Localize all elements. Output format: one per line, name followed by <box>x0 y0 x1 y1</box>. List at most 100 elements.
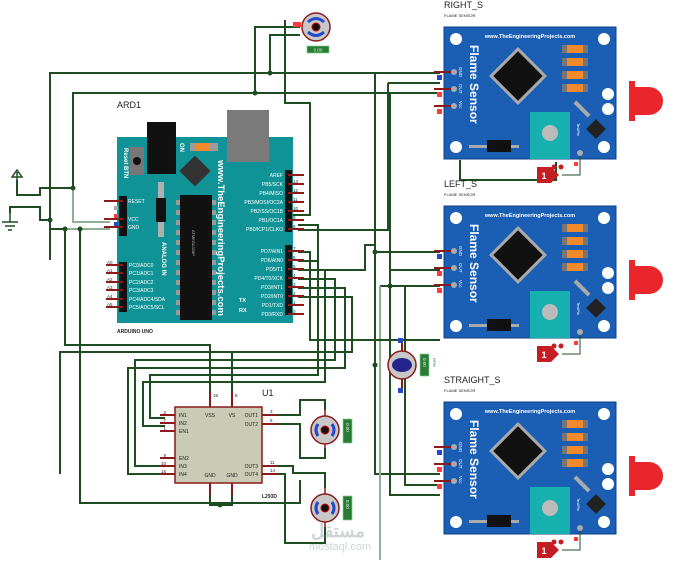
driver-pin-name: IN4 <box>179 472 187 478</box>
logic-probe-icon <box>537 167 559 183</box>
diode <box>487 319 511 331</box>
driver-pin-name: IN3 <box>179 464 187 470</box>
digital-pins: AREFPB5/SCK13PB4/MISO12PB3/MOSI/OC2A11PB… <box>244 173 304 318</box>
pin-a5-name: PC5/ADC5/SCL <box>129 305 165 311</box>
driver-pin-num: 2 <box>163 410 166 415</box>
sensor-title: Flame Sensor <box>467 224 481 303</box>
testpin-wire <box>562 156 581 176</box>
pin-digital_pins_bottom-num: 5 <box>293 264 296 269</box>
wire-straight-out <box>404 285 440 486</box>
pin-state <box>437 109 442 114</box>
led-pad <box>602 88 614 100</box>
mount-hole <box>450 141 462 153</box>
potentiometer-knob[interactable] <box>542 304 558 320</box>
driver-body <box>174 406 263 484</box>
driver-pin-name: OUT1 <box>245 413 259 419</box>
resistor-band <box>567 446 583 454</box>
wire-vcc-ard <box>72 188 110 223</box>
pin-vcc: VCC <box>128 217 139 223</box>
ir-led-icon <box>629 260 663 300</box>
driver-pin-num: 9 <box>163 453 166 458</box>
driver-pin-name: OUT2 <box>245 422 259 428</box>
wire-power <box>16 180 73 196</box>
testpin[interactable] <box>577 329 583 335</box>
sensor-pin-label: OUT <box>458 263 463 273</box>
sensor-type: FLAME SENSOR <box>444 192 475 197</box>
potentiometer-knob[interactable] <box>542 125 558 141</box>
dc-motor-1[interactable]: 0.00 <box>310 410 353 448</box>
pin-digital_pins_top-name: PB0/ICP1/CLKO <box>246 227 283 233</box>
dc-motor-mid[interactable]: 0.00 RPM <box>387 338 437 393</box>
pin-digital_pins_top-name: AREF <box>270 173 283 179</box>
driver-pin-name: GND <box>204 473 216 479</box>
on-label: ON <box>178 143 184 152</box>
l293d-driver[interactable]: U1 2IN17IN21EN19EN210IN315IN416VSS8VS3OU… <box>160 388 278 500</box>
ir-led-icon <box>629 81 663 121</box>
servo-arrow-icon <box>307 30 325 37</box>
junction <box>387 283 393 289</box>
sensor-pin-pad <box>451 86 457 92</box>
digital-header-bottom <box>285 245 292 315</box>
dc-motor-2[interactable]: 0.00 <box>310 488 353 527</box>
junction <box>252 90 258 96</box>
pin-digital_pins_bottom-num: 1 <box>293 300 296 305</box>
sensor-website: www.TheEngineeringProjects.com <box>484 213 575 219</box>
sensor-lead <box>573 100 591 118</box>
driver-pin-name: GND <box>226 473 238 479</box>
resistor-band <box>567 71 583 79</box>
testpin[interactable] <box>577 525 583 531</box>
pin-state <box>574 341 578 345</box>
driver-pins: 2IN17IN21EN19EN210IN315IN416VSS8VS3OUT16… <box>160 392 278 495</box>
sensor-ic <box>586 298 606 318</box>
potentiometer-knob[interactable] <box>542 500 558 516</box>
usb-connector <box>227 110 269 162</box>
watermark-latin: mostaql.com <box>309 541 371 553</box>
wire-d3 <box>134 278 336 467</box>
driver-pin-num: 1 <box>163 426 166 431</box>
pin-a3-name: PC3/ADC3 <box>129 288 154 294</box>
mount-hole <box>450 408 462 420</box>
pin-a1-name: PC1/ADC1 <box>129 271 154 277</box>
sensor-lead <box>573 279 591 297</box>
wires <box>9 20 557 560</box>
mount-hole <box>598 408 610 420</box>
junction <box>372 249 378 255</box>
crystal-body <box>156 198 166 222</box>
sensor-ref: STRAIGHT_S <box>444 375 501 385</box>
driver-pin-name: EN1 <box>179 429 189 435</box>
pin-digital_pins_bottom-num: 2 <box>293 291 296 296</box>
pin-gnd: GND <box>128 225 140 231</box>
pin-digital_pins_top-name: PB4/MISO <box>259 191 283 197</box>
sensor-title: Flame Sensor <box>467 420 481 499</box>
servo-arrow-icon <box>307 17 325 24</box>
driver-pin-name: IN2 <box>179 421 187 427</box>
arduino-uno[interactable]: ARD1 Reset BTN ON ATMEGA328P www.TheEngi… <box>104 100 304 335</box>
wire-d2b <box>59 296 353 474</box>
testpin[interactable] <box>577 150 583 156</box>
sensor-pin-pad <box>451 265 457 271</box>
arduino-ref: ARD1 <box>117 100 141 110</box>
probe-dot <box>558 343 564 349</box>
logic-probe-icon <box>537 346 559 362</box>
driver-pin-num: 6 <box>270 418 273 423</box>
watermark-arabic: مستقل <box>311 521 365 541</box>
driver-pin-name: EN2 <box>179 456 189 462</box>
pin-a2-num: A2 <box>107 277 113 282</box>
motor-1-arrow-icon <box>314 423 336 437</box>
pin-digital_pins_top-name: PB5/SCK <box>262 182 284 188</box>
power-header <box>119 196 127 236</box>
probe-dot <box>551 343 557 349</box>
wire-servo-a <box>254 26 300 93</box>
servo-motor-top[interactable]: 0.00 <box>293 12 331 54</box>
servo-readout: 0.00 <box>314 48 323 53</box>
sensor-comparator-chip <box>489 226 547 284</box>
reset-label: Reset BTN <box>122 148 128 178</box>
wire-servo-b <box>269 34 300 73</box>
sensor-pin-pad <box>451 282 457 288</box>
pin-a5-num: A5 <box>107 302 113 307</box>
driver-ref: U1 <box>262 388 274 398</box>
